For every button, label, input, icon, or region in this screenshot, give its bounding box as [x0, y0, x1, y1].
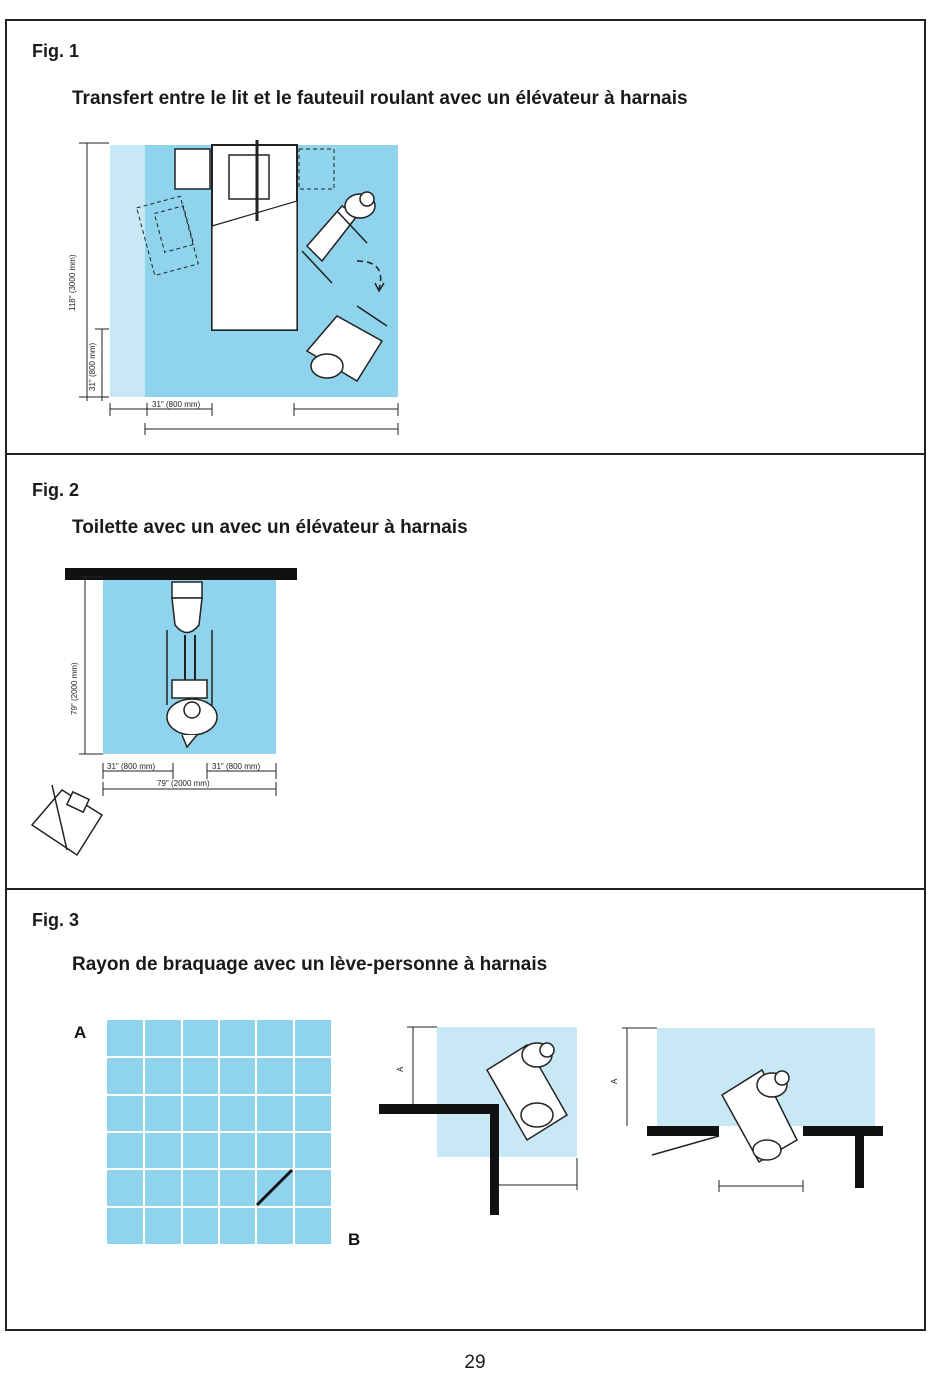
page-number: 29: [464, 1352, 486, 1373]
figure-caption: Transfert entre le lit et le fauteuil ro…: [72, 88, 688, 109]
dim-a-right: A: [610, 1078, 619, 1084]
figure-2-panel: Fig. 2 Toilette avec un avec un élévateu…: [5, 453, 926, 890]
dim-horizontal-part: 31" (800 mm): [152, 400, 201, 409]
dim-vertical-total: 118" (3000 mm): [68, 254, 77, 311]
figure-3-panel: Fig. 3 Rayon de braquage avec un lève-pe…: [5, 888, 926, 1331]
figure-1-panel: Fig. 1 Transfert entre le lit et le faut…: [5, 19, 926, 455]
label-a: A: [74, 1023, 86, 1042]
label-b: B: [348, 1230, 360, 1249]
dim-vertical-part: 31" (800 mm): [88, 342, 97, 391]
figure-caption: Toilette avec un avec un élévateur à har…: [72, 517, 468, 538]
dim-a-mid: A: [396, 1066, 405, 1072]
bed-transfer-diagram: 118" (3000 mm) 31" (800 mm) 31" (800 mm): [68, 140, 399, 435]
figure-caption: Rayon de braquage avec un lève-personne …: [72, 954, 548, 975]
dim-bottom-right: 31" (800 mm): [212, 762, 261, 771]
dim-bottom-left: 31" (800 mm): [107, 762, 156, 771]
dim-vertical: 79" (2000 mm): [70, 662, 79, 715]
turning-radius-diagram: A B A A: [74, 1020, 883, 1249]
dim-bottom-total: 79" (2000 mm): [157, 779, 210, 788]
figure-label: Fig. 3: [32, 910, 80, 930]
figure-label: Fig. 1: [32, 41, 80, 61]
toilet-diagram: 79" (2000 mm) 31" (800 mm) 31" (800 mm) …: [30, 568, 297, 857]
figure-label: Fig. 2: [32, 480, 80, 500]
